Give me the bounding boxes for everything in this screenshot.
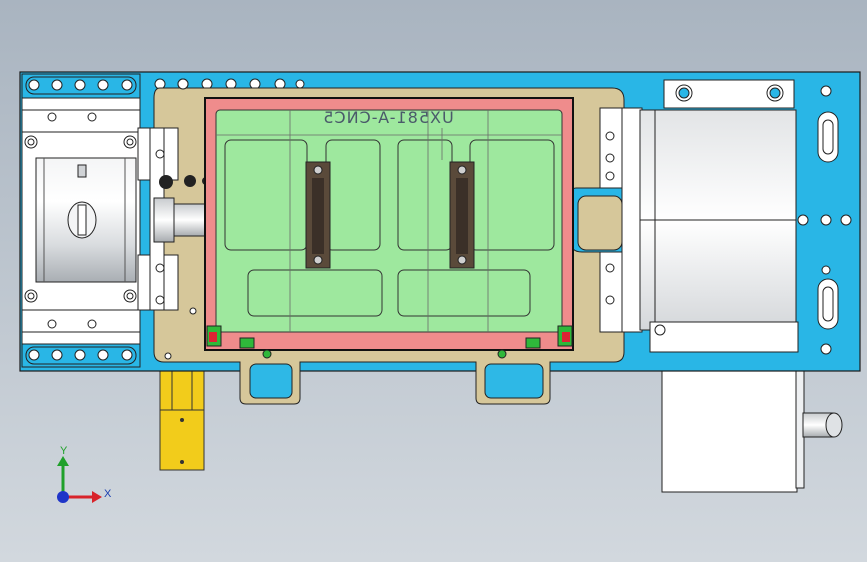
mounting-holes-right bbox=[797, 85, 852, 355]
motor-assembly[interactable] bbox=[639, 79, 799, 353]
sensor-bracket[interactable] bbox=[159, 361, 205, 471]
motor-shaft bbox=[802, 412, 843, 438]
pneumatic-cylinder bbox=[35, 157, 137, 283]
fixture-nest[interactable]: UX581-A-CNC5 bbox=[204, 97, 574, 359]
pocket-recesses bbox=[224, 139, 555, 317]
y-axis-label: Y bbox=[60, 445, 68, 457]
coordinate-triad: Y X bbox=[57, 445, 112, 503]
corner-locators bbox=[206, 325, 573, 359]
left-clamp-assembly[interactable] bbox=[21, 73, 141, 368]
x-axis-label: X bbox=[104, 488, 112, 500]
adjustment-slots bbox=[817, 111, 839, 330]
clamp-rails bbox=[305, 161, 475, 269]
motor-housing-lower[interactable] bbox=[661, 351, 843, 493]
part-engraving: UX581-A-CNC5 bbox=[322, 108, 454, 127]
right-pusher[interactable] bbox=[599, 107, 643, 333]
